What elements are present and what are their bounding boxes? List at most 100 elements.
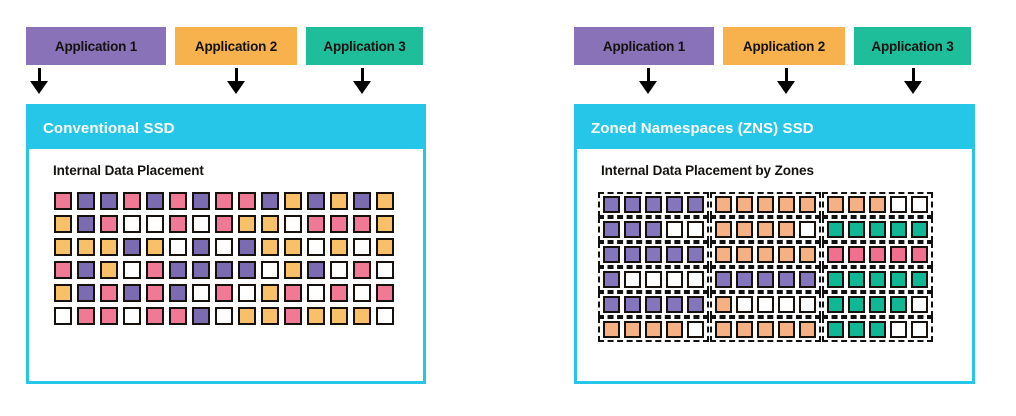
- data-block-white: [54, 307, 72, 325]
- data-block-purple: [353, 192, 371, 210]
- zone-block-purple: [645, 221, 662, 238]
- data-block-orange: [54, 284, 72, 302]
- right-application-row: Application 1 Application 2 Application …: [574, 27, 971, 65]
- data-block-white: [215, 307, 233, 325]
- zone-1-segment: [598, 317, 709, 342]
- zone-block-orange: [736, 246, 753, 263]
- zone-block-orange: [736, 221, 753, 238]
- data-block-orange: [54, 238, 72, 256]
- zone-block-white: [736, 296, 753, 313]
- zone-block-purple: [687, 296, 704, 313]
- panel-title-label: Zoned Namespaces (ZNS) SSD: [591, 119, 814, 137]
- data-block-white: [123, 261, 141, 279]
- data-block-orange: [54, 215, 72, 233]
- arrow-shaft: [646, 68, 650, 84]
- data-block-orange: [330, 192, 348, 210]
- panel-title-label: Conventional SSD: [43, 119, 175, 137]
- zone-1-segment: [598, 292, 709, 317]
- data-block-pink: [123, 192, 141, 210]
- zone-block-white: [890, 196, 907, 213]
- zone-block-orange: [736, 196, 753, 213]
- zone-3-segment: [822, 217, 933, 242]
- data-block-pink: [100, 284, 118, 302]
- app-box-right-1[interactable]: Application 1: [574, 27, 714, 65]
- arrow-shaft: [37, 68, 41, 84]
- zone-block-white: [911, 321, 928, 338]
- data-block-white: [238, 284, 256, 302]
- zone-block-pink: [827, 246, 844, 263]
- zone-block-pink: [869, 246, 886, 263]
- zone-block-purple: [645, 196, 662, 213]
- zns-data-grid: [577, 192, 972, 342]
- data-block-purple: [123, 284, 141, 302]
- data-block-orange: [146, 238, 164, 256]
- arrow-head: [227, 81, 245, 94]
- data-block-purple: [169, 284, 187, 302]
- zone-block-teal: [848, 296, 865, 313]
- data-block-orange: [77, 238, 95, 256]
- zone-block-purple: [645, 296, 662, 313]
- data-block-white: [284, 215, 302, 233]
- data-block-purple: [238, 261, 256, 279]
- data-block-purple: [261, 192, 279, 210]
- data-block-orange: [284, 238, 302, 256]
- zone-block-orange: [715, 196, 732, 213]
- data-block-pink: [284, 284, 302, 302]
- zone-block-teal: [827, 271, 844, 288]
- zone-2-segment: [710, 242, 821, 267]
- data-block-pink: [146, 307, 164, 325]
- data-block-purple: [192, 192, 210, 210]
- zone-block-white: [890, 321, 907, 338]
- zone-block-orange: [624, 321, 641, 338]
- data-block-pink: [77, 307, 95, 325]
- zone-2-segment: [710, 317, 821, 342]
- zone-3-segment: [822, 317, 933, 342]
- app-box-left-1[interactable]: Application 1: [26, 27, 166, 65]
- zns-grid-row: [598, 192, 972, 217]
- app-box-right-3[interactable]: Application 3: [854, 27, 971, 65]
- data-block-purple: [77, 192, 95, 210]
- zone-block-teal: [911, 221, 928, 238]
- data-block-orange: [100, 238, 118, 256]
- zone-block-orange: [715, 321, 732, 338]
- data-block-white: [330, 261, 348, 279]
- zone-block-pink: [890, 246, 907, 263]
- zone-block-purple: [666, 296, 683, 313]
- data-block-pink: [100, 215, 118, 233]
- zns-ssd-title: Zoned Namespaces (ZNS) SSD: [577, 107, 972, 149]
- data-block-pink: [54, 192, 72, 210]
- zone-block-purple: [603, 221, 620, 238]
- zone-block-purple: [624, 196, 641, 213]
- data-block-pink: [169, 307, 187, 325]
- zone-block-purple: [687, 246, 704, 263]
- data-block-pink: [54, 261, 72, 279]
- zone-block-orange: [603, 321, 620, 338]
- zone-3-segment: [822, 242, 933, 267]
- app-box-right-2[interactable]: Application 2: [723, 27, 845, 65]
- zone-2-segment: [710, 267, 821, 292]
- zone-block-teal: [890, 221, 907, 238]
- arrow-shaft: [911, 68, 915, 84]
- zone-block-purple: [666, 246, 683, 263]
- data-block-purple: [77, 215, 95, 233]
- zone-block-orange: [778, 196, 795, 213]
- data-block-pink: [169, 215, 187, 233]
- conventional-ssd-title: Conventional SSD: [29, 107, 423, 149]
- zone-block-orange: [799, 246, 816, 263]
- data-block-white: [169, 238, 187, 256]
- data-block-white: [123, 215, 141, 233]
- data-block-white: [307, 284, 325, 302]
- zone-block-white: [799, 296, 816, 313]
- data-block-orange: [376, 192, 394, 210]
- app-box-left-3[interactable]: Application 3: [306, 27, 423, 65]
- data-block-purple: [192, 261, 210, 279]
- zone-block-white: [666, 271, 683, 288]
- data-block-purple: [192, 307, 210, 325]
- data-block-white: [353, 238, 371, 256]
- data-block-pink: [215, 215, 233, 233]
- zone-block-teal: [848, 271, 865, 288]
- data-block-pink: [353, 215, 371, 233]
- data-block-pink: [330, 284, 348, 302]
- zone-block-purple: [757, 271, 774, 288]
- app-box-left-2[interactable]: Application 2: [175, 27, 297, 65]
